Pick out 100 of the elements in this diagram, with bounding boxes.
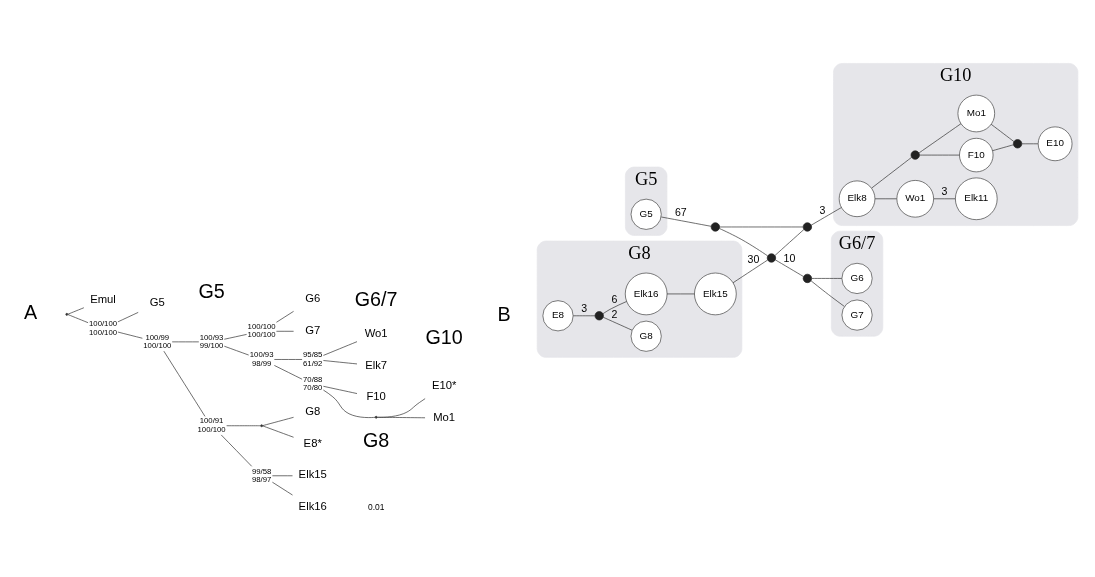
label: G6/7 [354, 287, 398, 310]
label: 0.01 [367, 501, 385, 512]
node-text: Mo1 [433, 410, 456, 423]
edge-label: 10 [783, 251, 796, 264]
node-text: G6 [305, 291, 321, 304]
node-circle [1013, 138, 1023, 148]
connector [810, 206, 842, 225]
connector [226, 424, 261, 426]
connector [220, 434, 253, 467]
connector [323, 340, 358, 356]
node-label: 70/80 [303, 382, 323, 392]
connector [276, 310, 294, 323]
node-label: 99/58 [251, 466, 272, 476]
node-text: E8* [303, 436, 322, 449]
connector [67, 306, 85, 315]
node-circle: G8 [630, 320, 662, 352]
node-text: G7 [305, 323, 321, 336]
connector [811, 277, 843, 279]
edge-label: 3 [819, 203, 826, 216]
node-label: 100/93 [199, 332, 224, 342]
node-point [374, 415, 378, 419]
node-circle: F10 [959, 137, 994, 172]
connector [871, 156, 912, 188]
node-text: E10* [431, 378, 457, 391]
edge-label: 2 [611, 307, 618, 320]
edge-label: 67 [674, 205, 687, 218]
connector [376, 397, 426, 418]
connector [223, 345, 250, 355]
edge-label: 3 [941, 184, 948, 197]
connector [602, 316, 633, 331]
connector [572, 314, 596, 316]
label: G5 [198, 279, 225, 302]
node-label: 100/100 [247, 329, 276, 339]
node-label: 100/93 [249, 349, 274, 359]
connector [272, 481, 293, 495]
node-point [65, 312, 69, 316]
node-circle [910, 150, 920, 160]
node-label: 98/97 [251, 474, 272, 484]
node-text: Elk16 [298, 499, 327, 512]
node-text: Emul [90, 292, 116, 305]
label: B [497, 302, 511, 325]
node-circle: G7 [841, 299, 873, 331]
connector [602, 300, 627, 314]
connector [323, 359, 358, 364]
node-circle [594, 310, 604, 320]
node-circle: G5 [630, 198, 662, 230]
edge-label: 30 [747, 252, 760, 265]
connector [274, 358, 303, 360]
label: A [23, 300, 38, 323]
node-circle: Elk8 [838, 180, 876, 217]
node-label: 100/100 [197, 424, 226, 434]
connector [376, 416, 426, 418]
node-circle [802, 221, 812, 232]
node-label: 100/100 [143, 340, 172, 350]
node-circle: G6 [841, 262, 873, 294]
node-text: Elk15 [298, 467, 327, 480]
node-label: 95/85 [303, 349, 323, 359]
edge-label: 6 [611, 292, 618, 305]
connector [262, 416, 294, 426]
connector [117, 331, 143, 339]
connector [732, 259, 768, 283]
label: G8 [363, 428, 390, 451]
node-label: 100/100 [247, 321, 276, 331]
connector [992, 144, 1014, 151]
connector [990, 123, 1015, 142]
connector [262, 425, 294, 438]
connector [874, 197, 898, 199]
node-circle: Elk16 [624, 272, 668, 315]
connector [775, 259, 804, 277]
node-circle [802, 273, 812, 283]
connector [323, 389, 376, 418]
node-circle [766, 252, 777, 263]
connector [223, 333, 247, 340]
node-circle [710, 221, 720, 232]
node-label: 100/100 [89, 318, 118, 328]
connector [117, 311, 139, 322]
node-text: G5 [149, 295, 165, 308]
node-label: 100/99 [145, 332, 170, 342]
connector [323, 385, 358, 394]
node-circle: Elk15 [694, 272, 737, 315]
node-text: Wo1 [364, 326, 388, 339]
connector [660, 216, 712, 227]
connector [1021, 142, 1039, 144]
connector [274, 364, 303, 380]
node-circle: E8 [542, 299, 574, 331]
connector [774, 228, 805, 256]
node-label: 99/100 [199, 340, 224, 350]
connector [666, 293, 695, 294]
connector [719, 227, 768, 256]
node-text: G8 [305, 404, 321, 417]
node-label: 98/99 [251, 358, 272, 368]
connector [719, 226, 804, 227]
connector [919, 154, 960, 155]
node-label: 61/92 [303, 358, 323, 368]
node-circle: E10 [1037, 126, 1073, 161]
node-label: 100/91 [199, 415, 224, 425]
connector [918, 122, 962, 153]
node-circle: Wo1 [896, 179, 934, 217]
node-label: 70/88 [303, 374, 323, 384]
node-label: 100/100 [89, 327, 118, 337]
